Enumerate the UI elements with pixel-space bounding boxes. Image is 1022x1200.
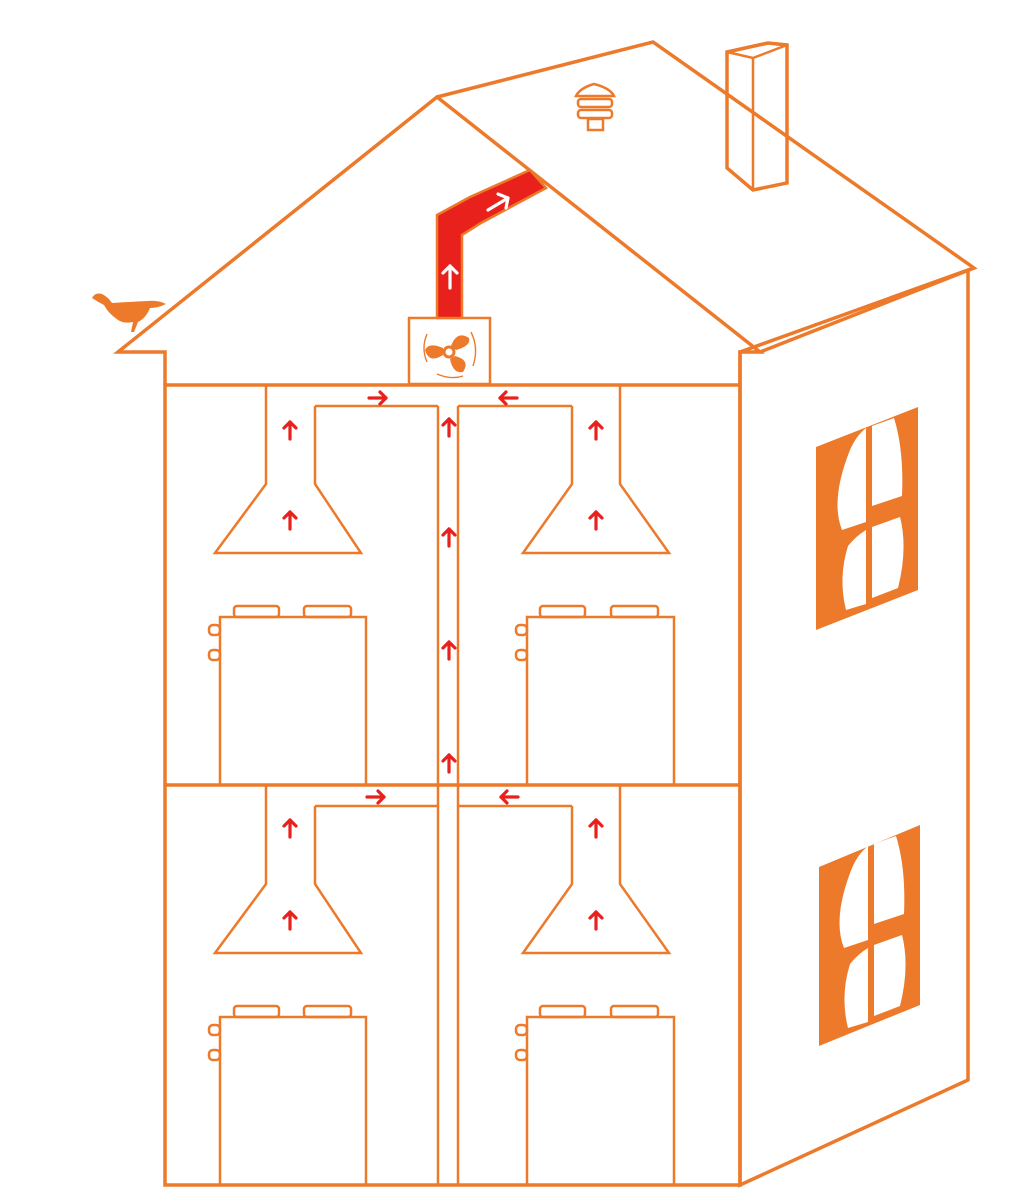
roof-vent-icon xyxy=(573,82,617,132)
arrow-icon xyxy=(441,264,459,290)
arrow-icon xyxy=(282,818,298,839)
side-window xyxy=(819,825,920,1046)
stove xyxy=(207,604,368,787)
fan-icon xyxy=(423,331,477,379)
stove xyxy=(207,1004,368,1187)
arrow-icon xyxy=(367,390,388,406)
arrow-icon xyxy=(498,390,519,406)
arrow-icon xyxy=(588,818,604,839)
range-hood xyxy=(212,385,364,555)
arrow-icon xyxy=(282,510,298,531)
airflow-arrows xyxy=(282,390,604,931)
arrow-icon xyxy=(499,789,520,805)
arrow-icon xyxy=(365,789,386,805)
side-window xyxy=(816,407,918,630)
chimney-icon xyxy=(725,41,789,192)
arrow-icon xyxy=(441,527,457,548)
range-hood xyxy=(212,785,364,955)
arrow-icon xyxy=(486,192,510,212)
duct-network xyxy=(315,404,572,808)
stove xyxy=(514,1004,676,1187)
arrow-icon xyxy=(441,640,457,661)
arrow-icon xyxy=(588,420,604,441)
range-hood xyxy=(520,385,672,555)
arrow-icon xyxy=(282,910,298,931)
bird-icon xyxy=(92,293,166,332)
roof xyxy=(113,40,978,385)
stove xyxy=(514,604,676,787)
range-hood xyxy=(520,785,672,955)
exhaust-fan-unit xyxy=(407,316,492,386)
arrow-icon xyxy=(441,753,457,774)
main-exhaust-duct xyxy=(435,168,548,320)
arrow-icon xyxy=(441,417,457,438)
arrow-icon xyxy=(588,910,604,931)
arrow-icon xyxy=(588,510,604,531)
arrow-icon xyxy=(282,420,298,441)
building-side-wall xyxy=(738,267,970,1188)
